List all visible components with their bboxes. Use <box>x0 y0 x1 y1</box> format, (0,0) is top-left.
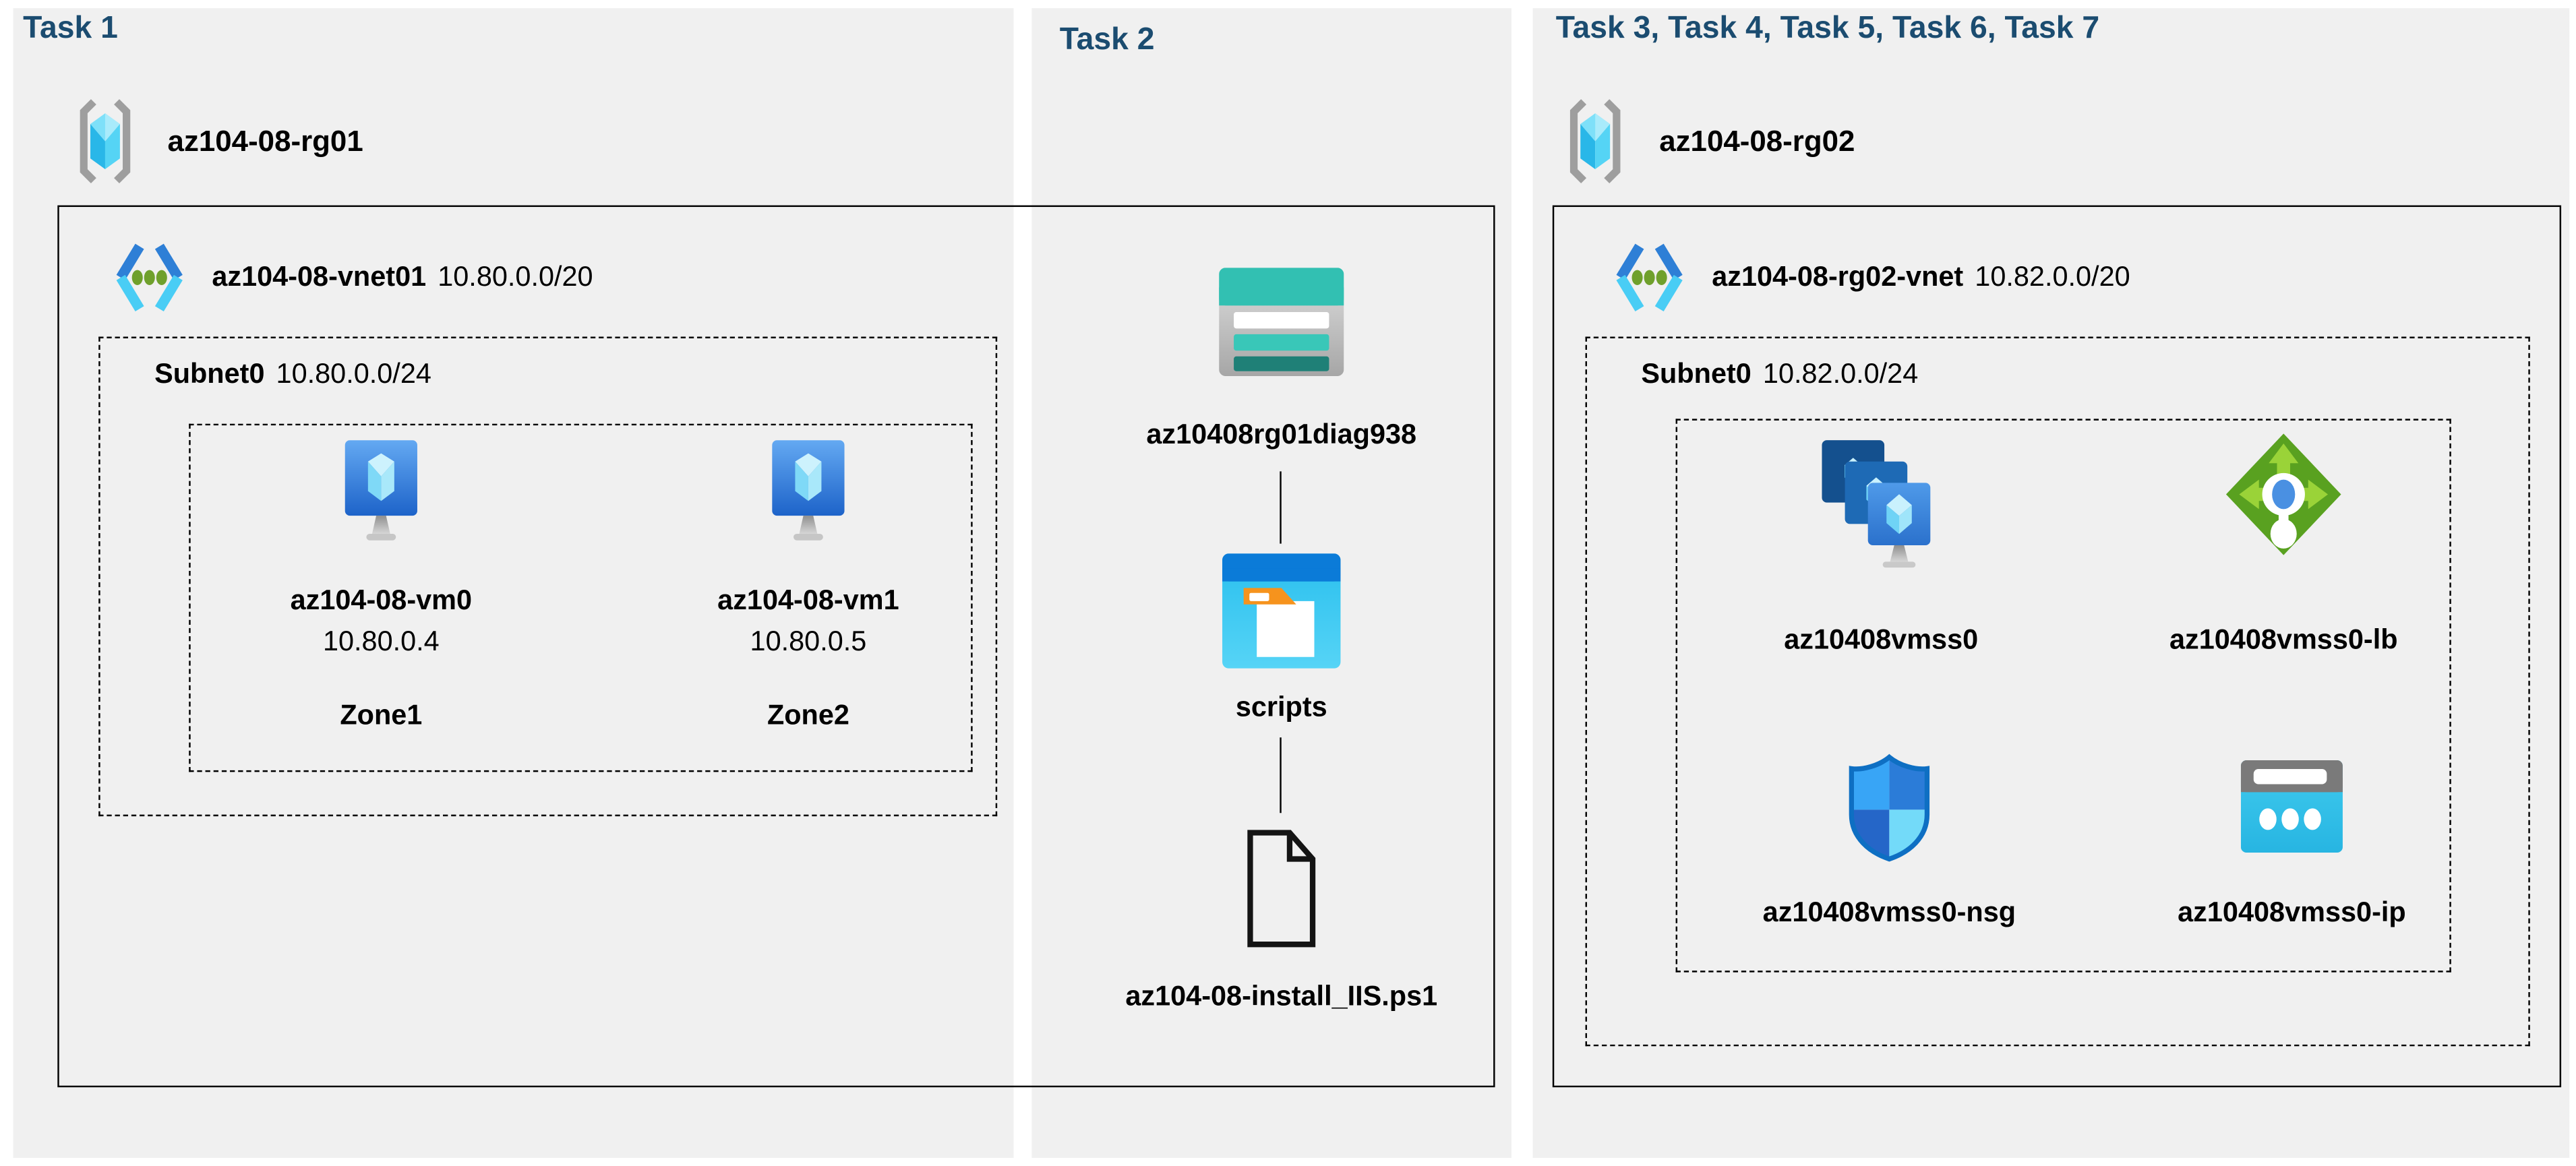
subnet0-box-rg02 <box>1585 336 2530 1047</box>
vmss-name: az10408vmss0 <box>1784 624 1979 656</box>
subnet0-rg02-name: Subnet0 <box>1641 358 1751 390</box>
load-balancer-icon <box>2225 433 2341 555</box>
nsg-node: az10408vmss0-nsg <box>1733 752 2045 929</box>
subnet0-cidr: 10.80.0.0/24 <box>276 358 431 390</box>
vnet01-cidr: 10.80.0.0/20 <box>438 261 593 293</box>
vm0-node: az104-08-vm0 10.80.0.4 Zone1 <box>249 440 512 732</box>
vm1-name: az104-08-vm1 <box>717 584 899 616</box>
storage-account-node: az10408rg01diag938 <box>1117 268 1445 451</box>
virtual-network-icon <box>116 243 183 312</box>
vmss-group-box <box>1675 419 2451 973</box>
script-file-node: az104-08-install_IIS.ps1 <box>1093 826 1470 1013</box>
scripts-container-node: scripts <box>1117 553 1445 723</box>
storage-account-name: az10408rg01diag938 <box>1146 419 1417 450</box>
rg02-boundary-box <box>1552 205 2562 1088</box>
subnet0-rg02-cidr: 10.82.0.0/24 <box>1762 358 1919 390</box>
load-balancer-node: az10408vmss0-lb <box>2128 430 2440 656</box>
public-ip-node: az10408vmss0-ip <box>2136 759 2448 929</box>
subnet0-label-rg01: Subnet0 10.80.0.0/24 <box>154 358 431 391</box>
script-file-name: az104-08-install_IIS.ps1 <box>1125 980 1438 1012</box>
rg01-boundary-box <box>57 205 1495 1088</box>
scripts-container-name: scripts <box>1235 691 1327 723</box>
vm0-zone: Zone1 <box>340 700 423 731</box>
vm1-zone: Zone2 <box>767 700 849 731</box>
vm-icon <box>772 440 845 541</box>
rg02-vnet-cidr: 10.82.0.0/20 <box>1975 261 2130 293</box>
connector-line <box>1280 471 1282 544</box>
task2-heading: Task 2 <box>1059 23 1155 58</box>
task3-heading: Task 3, Task 4, Task 5, Task 6, Task 7 <box>1555 11 2100 47</box>
rg01-label: az104-08-rg01 <box>167 125 363 158</box>
vm0-name: az104-08-vm0 <box>290 584 473 616</box>
resource-group-icon <box>1569 99 1621 184</box>
resource-group-icon <box>80 99 131 184</box>
vmss-node: az10408vmss0 <box>1725 437 2037 656</box>
task3-panel <box>1532 8 2570 1158</box>
load-balancer-name: az10408vmss0-lb <box>2169 624 2398 656</box>
task1-heading: Task 1 <box>23 11 118 47</box>
vm-icon <box>345 440 417 541</box>
rg02-label: az104-08-rg02 <box>1659 125 1855 158</box>
rg02-vnet-name: az104-08-rg02-vnet <box>1712 261 1964 293</box>
vmss-icon <box>1822 440 1931 568</box>
vm0-ip: 10.80.0.4 <box>322 625 440 656</box>
connector-line <box>1280 737 1282 814</box>
public-ip-name: az10408vmss0-ip <box>2178 896 2406 928</box>
nsg-name: az10408vmss0-nsg <box>1762 896 2016 928</box>
vm-group-box <box>189 423 973 772</box>
file-icon <box>1247 830 1316 948</box>
vm1-ip: 10.80.0.5 <box>750 625 867 656</box>
task1-panel <box>13 8 1014 1158</box>
subnet0-name: Subnet0 <box>154 358 265 390</box>
subnet0-box-rg01 <box>98 336 998 817</box>
subnet0-label-rg02: Subnet0 10.82.0.0/24 <box>1641 358 1919 391</box>
storage-account-icon <box>1219 268 1344 377</box>
vm1-node: az104-08-vm1 10.80.0.5 Zone2 <box>677 440 940 732</box>
vnet01-name: az104-08-vnet01 <box>212 261 427 293</box>
public-ip-icon <box>2240 760 2343 853</box>
nsg-icon <box>1849 754 1930 862</box>
virtual-network-icon <box>1616 243 1683 312</box>
blob-container-icon <box>1222 553 1341 669</box>
vnet01-label: az104-08-vnet01 10.80.0.0/20 <box>212 261 593 294</box>
rg02-vnet-label: az104-08-rg02-vnet 10.82.0.0/20 <box>1712 261 2130 294</box>
